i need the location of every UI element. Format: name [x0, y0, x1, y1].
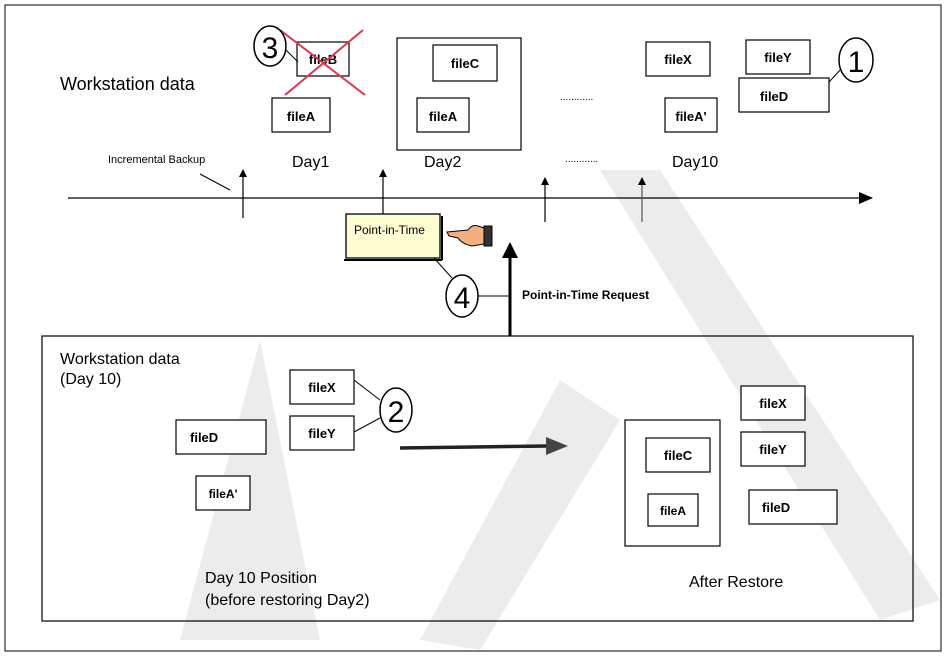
callout-2-circle — [379, 387, 413, 433]
file-label-fileD-bottom: fileD — [190, 430, 218, 445]
point-in-time-note — [345, 213, 441, 259]
bottom-panel — [41, 335, 914, 622]
outer-frame — [4, 4, 942, 652]
watermark-stroke-b — [420, 380, 620, 650]
callout-1-number: 1 — [848, 46, 865, 79]
file-label-fileY-top: fileY — [764, 50, 792, 65]
file-label-fileD-top: fileD — [760, 89, 788, 104]
file-box-fileX-top — [645, 41, 711, 77]
file-label-fileAprime-top: fileA' — [675, 109, 706, 124]
file-label-fileA-restored: fileA — [660, 504, 686, 518]
file-box-fileA-day1 — [271, 97, 331, 133]
pointing-hand-icon — [446, 225, 493, 247]
file-label-fileC: fileC — [451, 56, 480, 71]
file-box-fileY-restored — [740, 431, 806, 467]
bottom-subtitle: (Day 10) — [60, 371, 121, 388]
incremental-backup-label: Incremental Backup — [108, 154, 205, 166]
file-label-fileA-day2: fileA — [429, 109, 458, 124]
callout-4-leader — [433, 257, 453, 279]
restore-arrow-head — [546, 437, 568, 455]
file-box-fileC-restored — [645, 437, 711, 473]
file-label-fileC-restored: fileC — [664, 448, 693, 463]
file-box-fileAprime-bottom — [195, 475, 251, 511]
day2-label: Day2 — [424, 154, 461, 171]
callout-4-number: 4 — [454, 282, 471, 315]
file-box-fileD-bottom — [175, 419, 267, 455]
file-box-fileAprime-top — [664, 97, 718, 133]
file-box-fileD-restored — [748, 489, 838, 525]
file-label-fileX-restored: fileX — [759, 396, 787, 411]
file-label-fileY-bottom: fileY — [308, 426, 336, 441]
file-label-fileX-top: fileX — [664, 52, 692, 67]
callout-3-circle — [253, 25, 287, 67]
file-box-fileY-top — [745, 39, 811, 75]
bottom-title: Workstation data — [60, 351, 180, 368]
file-box-fileX-bottom — [289, 369, 355, 405]
callout-3-number: 3 — [262, 32, 279, 65]
position-label-line2: (before restoring Day2) — [205, 592, 370, 609]
position-label-line1: Day 10 Position — [205, 570, 317, 587]
file-box-fileA-restored — [647, 493, 699, 527]
point-in-time-label: Point-in-Time — [354, 223, 425, 237]
after-restore-label: After Restore — [689, 574, 783, 591]
dots-upper: ............ — [560, 92, 593, 103]
callout-1-circle — [838, 37, 874, 83]
dots-lower: ............ — [565, 154, 598, 165]
day10-label: Day10 — [672, 154, 718, 171]
file-box-fileA-day2 — [416, 97, 470, 133]
file-box-fileY-bottom — [289, 415, 355, 451]
callout-2-leader-b — [353, 417, 381, 433]
file-box-fileC — [432, 44, 498, 82]
incremental-backup-leader — [199, 173, 231, 191]
file-label-fileB: fileB — [309, 52, 337, 67]
callout-2-number: 2 — [388, 396, 405, 429]
request-arrow-head — [502, 242, 518, 258]
file-label-fileX-bottom: fileX — [308, 380, 336, 395]
file-box-fileD-top — [738, 77, 830, 113]
file-label-fileA-day1: fileA — [287, 109, 316, 124]
top-title: Workstation data — [60, 74, 196, 94]
file-box-fileX-restored — [740, 385, 806, 421]
callout-3-leader — [285, 49, 299, 63]
callout-1-leader — [828, 67, 843, 83]
cross-line-b — [284, 29, 364, 96]
file-label-fileAprime-bottom: fileA' — [209, 487, 238, 501]
file-label-fileY-restored: fileY — [759, 442, 787, 457]
file-label-fileD-restored: fileD — [762, 500, 790, 515]
restore-arrow-shaft — [399, 444, 549, 450]
day1-label: Day1 — [292, 154, 329, 171]
callout-2-leader-a — [353, 379, 381, 401]
point-in-time-request-label: Point-in-Time Request — [522, 288, 649, 302]
